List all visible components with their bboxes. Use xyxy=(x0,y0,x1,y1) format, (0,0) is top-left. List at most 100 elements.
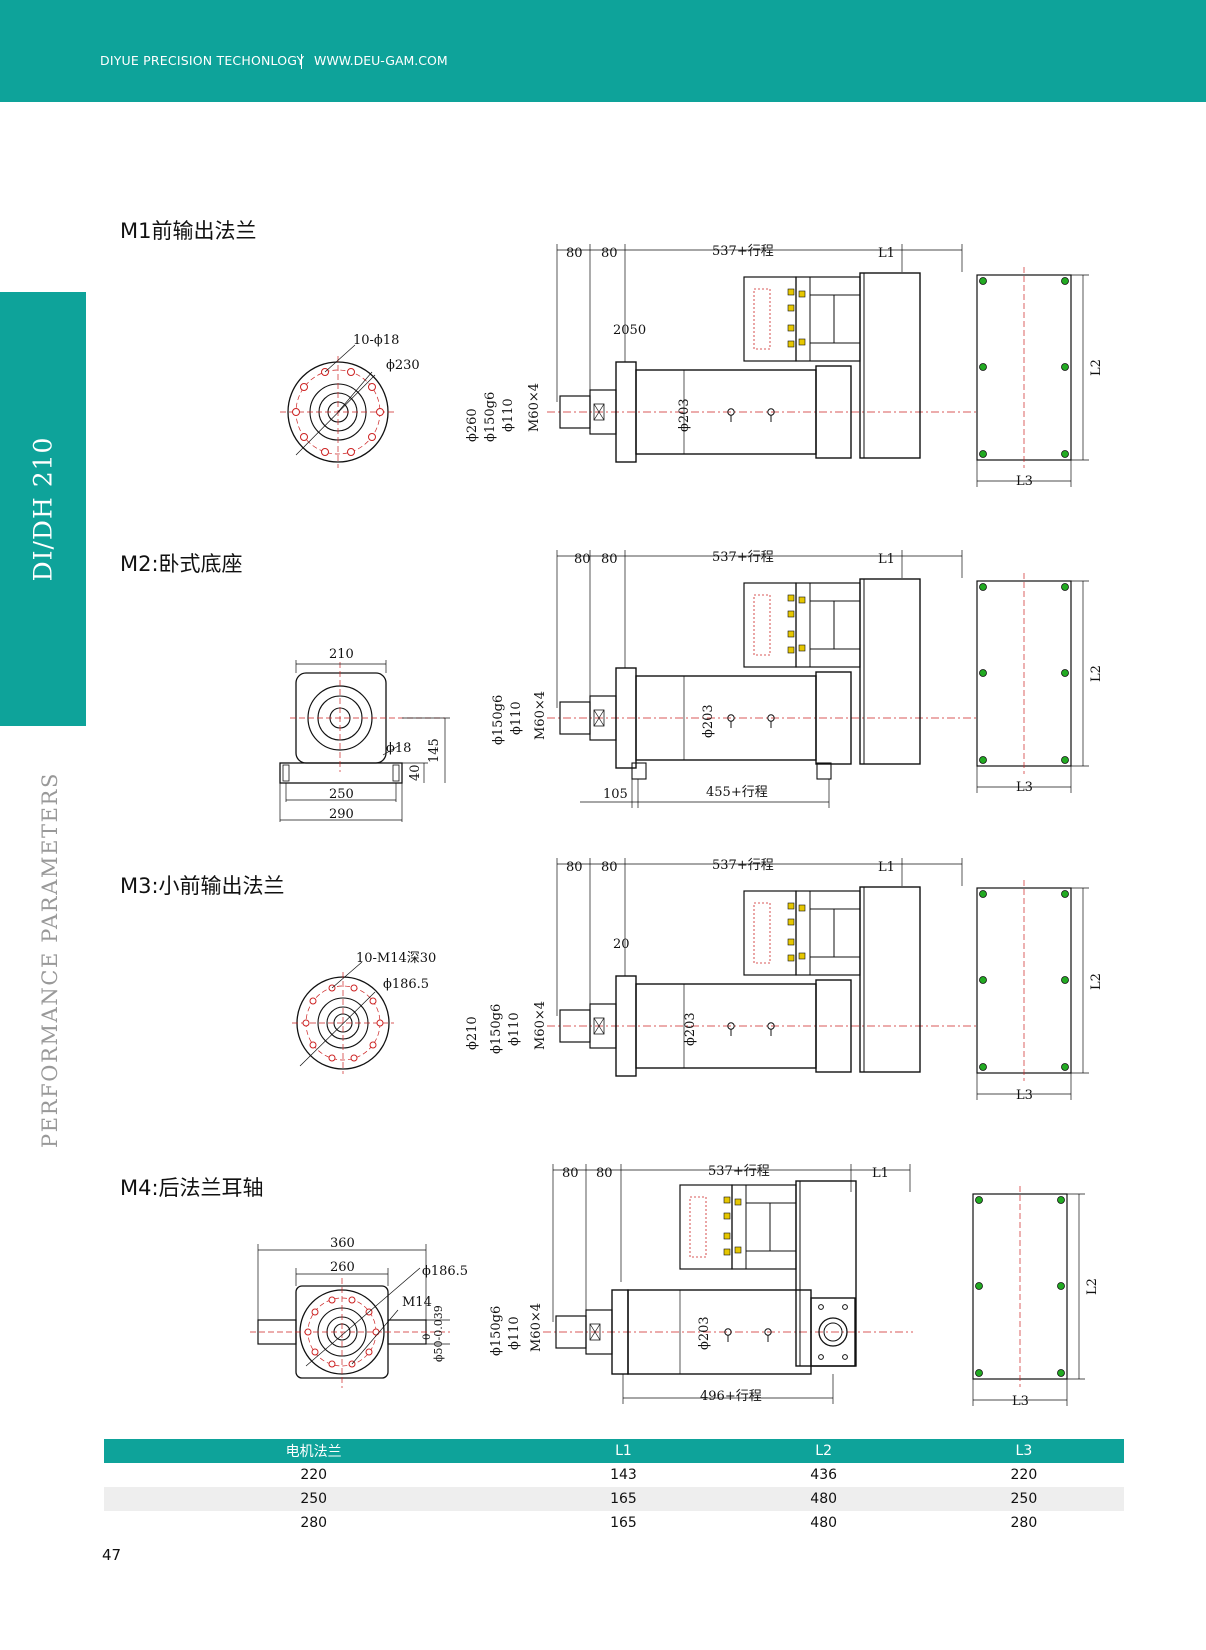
m1-dim-stroke: 537+行程 xyxy=(712,244,774,259)
table-header-l1: L1 xyxy=(523,1439,724,1463)
table-cell: 220 xyxy=(300,1467,328,1483)
dimension-table: 电机法兰 L1 L2 L3 220 143 436 220 250 165 48… xyxy=(104,1439,1124,1535)
m4-dim-260: 260 xyxy=(330,1260,355,1275)
m1-dim-l1: L1 xyxy=(878,246,895,261)
m3-side-view: 80 80 537+行程 L1 20 ϕ210 ϕ150g6 ϕ110 M60×… xyxy=(465,857,978,1077)
m3-dim-l1: L1 xyxy=(878,860,895,875)
page-header: DIYUE PRECISION TECHONLOGY WWW.DEU-GAM.C… xyxy=(0,0,1206,102)
m4-dim-pilot: ϕ150g6 xyxy=(489,1306,504,1356)
m4-pcd-label: ϕ186.5 xyxy=(422,1264,468,1279)
section-title-m1: M1前输出法兰 xyxy=(120,219,257,243)
m4-dim-stroke: 537+行程 xyxy=(708,1164,770,1179)
table-cell: 165 xyxy=(523,1487,724,1511)
m4-dim-thread: M60×4 xyxy=(529,1303,544,1352)
table-header-l3: L3 xyxy=(923,1439,1124,1463)
m1-dim-flange: 2050 xyxy=(613,323,646,338)
m1-side-view: 80 80 537+行程 L1 2050 ϕ260 ϕ150g6 ϕ110 M6… xyxy=(465,243,978,463)
m4-dim-shaft: ϕ50-0.039 xyxy=(432,1305,445,1362)
table-cell: 250 xyxy=(923,1487,1124,1511)
section-title-m4: M4:后法兰耳轴 xyxy=(120,1176,264,1200)
table-cell: 436 xyxy=(810,1467,838,1483)
m3-pcd-label: ϕ186.5 xyxy=(383,977,429,992)
table-cell: 280 xyxy=(300,1515,328,1531)
brand-name: DIYUE PRECISION TECHONLOGY xyxy=(100,53,305,68)
m2-dim-l2: L2 xyxy=(1089,665,1104,682)
m3-dim-rod: ϕ110 xyxy=(507,1012,522,1046)
m2-dim-l3: L3 xyxy=(1016,780,1033,795)
m3-dim-od: ϕ210 xyxy=(465,1016,480,1050)
m3-dim-80a: 80 xyxy=(566,860,583,875)
page-number: 47 xyxy=(102,1546,122,1564)
table-header-row: 电机法兰 L1 L2 L3 xyxy=(104,1439,1124,1463)
table-cell: 480 xyxy=(810,1515,838,1531)
m4-dim-stroke2: 496+行程 xyxy=(700,1389,762,1404)
m4-side-view: 80 80 537+行程 L1 ϕ150g6 ϕ110 M60×4 ϕ203 4… xyxy=(489,1164,913,1404)
table-cell: 280 xyxy=(1010,1515,1038,1531)
m4-dim-80a: 80 xyxy=(562,1166,579,1181)
m2-dim-250: 250 xyxy=(329,787,354,802)
m2-dim-290: 290 xyxy=(329,807,354,822)
m4-front-view: 360 260 ϕ186.5 M14 0 ϕ50-0.039 xyxy=(250,1236,468,1388)
table-row: 250 165 480 250 xyxy=(104,1487,1124,1511)
m1-dim-thread: M60×4 xyxy=(527,383,542,432)
m4-dim-tol: 0 xyxy=(422,1334,433,1340)
m2-end-view: L2 L3 xyxy=(976,572,1104,795)
m4-dim-l1: L1 xyxy=(872,1166,889,1181)
m2-dim-40: 40 xyxy=(408,764,423,781)
table-header-motor-flange: 电机法兰 xyxy=(104,1439,524,1463)
m2-dim-stroke: 537+行程 xyxy=(712,550,774,565)
m3-dim-80b: 80 xyxy=(601,860,618,875)
table-cell: 250 xyxy=(104,1487,524,1511)
m2-side-view: 80 80 537+行程 L1 ϕ150g6 ϕ110 M60×4 ϕ203 1… xyxy=(491,549,978,808)
m1-dim-l2: L2 xyxy=(1089,359,1104,376)
m2-dim-stroke2: 455+行程 xyxy=(706,785,768,800)
m2-dim-hole: ϕ18 xyxy=(386,741,411,756)
table-row: 220 143 436 220 xyxy=(104,1463,1124,1487)
m1-bolt-label: 10-ϕ18 xyxy=(353,333,399,348)
m2-dim-thread: M60×4 xyxy=(533,691,548,740)
section-title-m2: M2:卧式底座 xyxy=(120,552,243,576)
m1-dim-pilot: ϕ150g6 xyxy=(483,392,498,442)
m1-dim-body: ϕ203 xyxy=(677,398,692,432)
m1-dim-80b: 80 xyxy=(601,246,618,261)
m3-dim-body: ϕ203 xyxy=(683,1012,698,1046)
table-cell: 165 xyxy=(610,1515,637,1531)
m2-dim-l1: L1 xyxy=(878,552,895,567)
m4-dim-80b: 80 xyxy=(596,1166,613,1181)
m1-pcd-label: ϕ230 xyxy=(386,358,420,373)
m3-end-view: L2 L3 xyxy=(976,879,1104,1103)
m2-dim-pilot: ϕ150g6 xyxy=(491,695,506,745)
m3-dim-l3: L3 xyxy=(1016,1088,1033,1103)
table-cell: 143 xyxy=(610,1467,637,1483)
m3-dim-thread: M60×4 xyxy=(533,1001,548,1050)
m2-dim-body: ϕ203 xyxy=(701,704,716,738)
m4-dim-body: ϕ203 xyxy=(697,1316,712,1350)
m4-m14-label: M14 xyxy=(402,1295,432,1310)
website-url: WWW.DEU-GAM.COM xyxy=(314,53,448,68)
table-cell: 220 xyxy=(1010,1467,1038,1483)
table-cell: 480 xyxy=(723,1487,924,1511)
m3-bolt-label: 10-M14深30 xyxy=(356,951,436,966)
m1-dim-rod: ϕ110 xyxy=(501,398,516,432)
m4-dim-l3: L3 xyxy=(1012,1394,1029,1409)
m3-dim-l2: L2 xyxy=(1089,973,1104,990)
m2-front-view: 210 ϕ18 145 40 250 290 xyxy=(279,647,450,822)
m2-dim-80a: 80 xyxy=(574,552,591,567)
table-row: 280 165 480 280 xyxy=(104,1511,1124,1535)
m2-dim-105: 105 xyxy=(603,787,628,802)
m4-end-view: L2 L3 xyxy=(972,1185,1100,1409)
header-divider xyxy=(301,54,302,69)
m1-dim-l3: L3 xyxy=(1016,474,1033,489)
m1-end-view: L2 L3 xyxy=(976,266,1104,489)
section-title-m3: M3:小前输出法兰 xyxy=(120,874,285,898)
side-tab: DI/DH 210 xyxy=(0,292,86,726)
m3-dim-stroke: 537+行程 xyxy=(712,858,774,873)
m2-dim-80b: 80 xyxy=(601,552,618,567)
m1-dim-od: ϕ260 xyxy=(465,408,480,442)
m1-dim-80a: 80 xyxy=(566,246,583,261)
table-header-l2: L2 xyxy=(723,1439,924,1463)
m1-front-view: 10-ϕ18 ϕ230 xyxy=(280,333,420,468)
m4-dim-rod: ϕ110 xyxy=(507,1316,522,1350)
m3-dim-flange: 20 xyxy=(613,937,630,952)
